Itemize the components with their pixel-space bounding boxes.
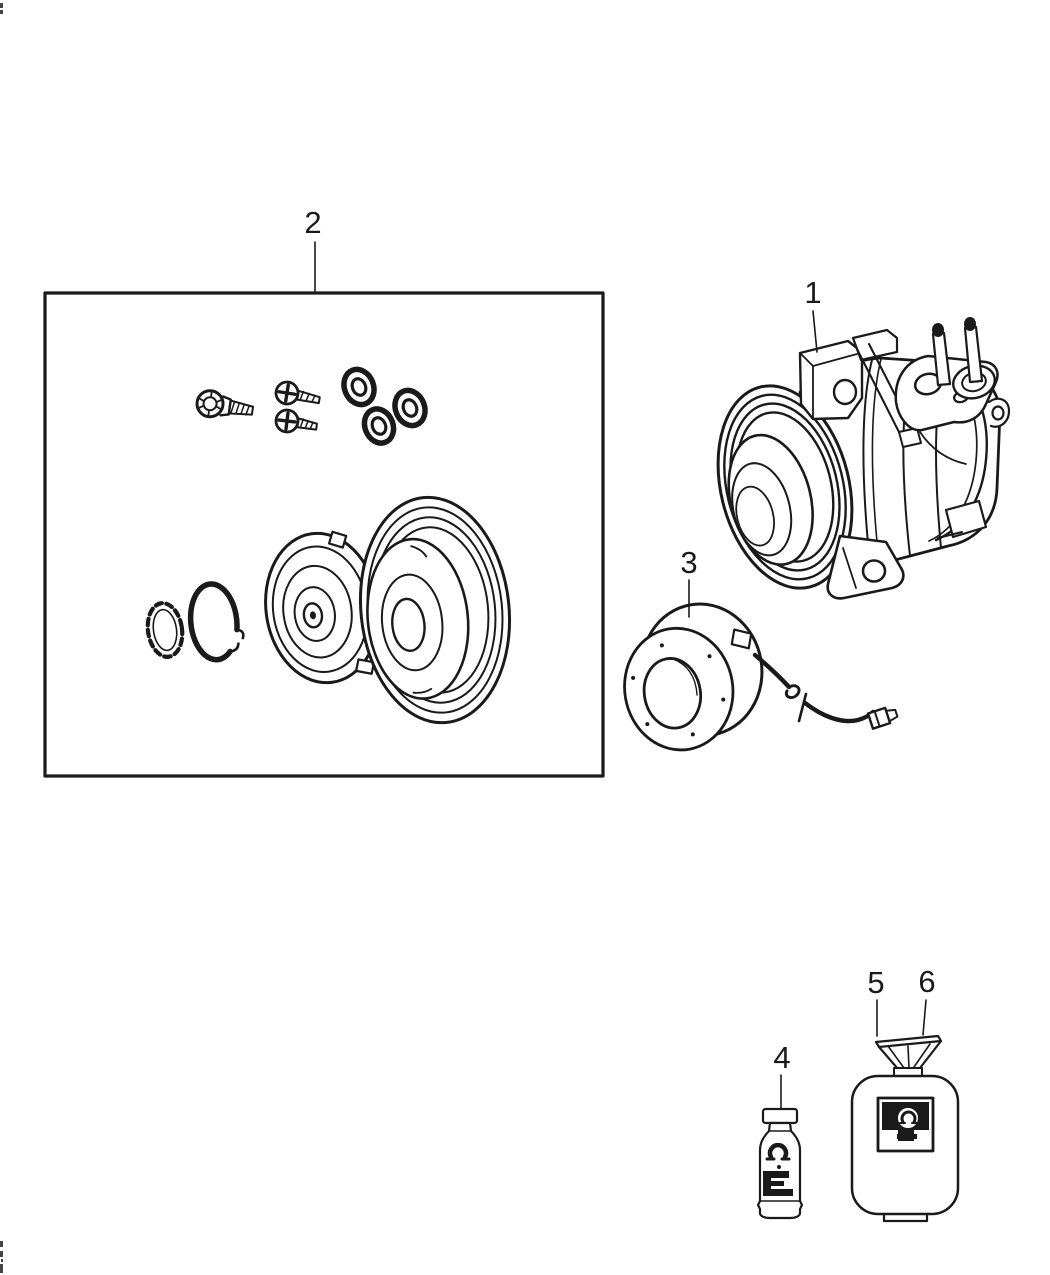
callout-4[interactable]: 4	[773, 1040, 790, 1075]
clutch-coil	[623, 602, 764, 752]
wire-connector	[866, 706, 899, 730]
manifold-studs	[931, 317, 984, 387]
callout-1[interactable]: 1	[804, 275, 821, 310]
mounting-foot	[826, 534, 905, 600]
leader-6	[922, 999, 927, 1036]
scan-artifact-marks	[0, 3, 3, 1273]
ac-compressor	[716, 317, 1011, 600]
refrigerant-tank	[850, 1034, 960, 1223]
compressor-pulley	[716, 384, 854, 590]
kit-pulley	[358, 495, 512, 725]
mopar-omega-logo	[896, 1106, 920, 1130]
coil-terminal	[730, 628, 753, 650]
coil-rivet-holes	[631, 643, 726, 737]
coil-wire	[752, 652, 899, 730]
phillips-screw-lower	[274, 408, 318, 434]
callout-2[interactable]: 2	[304, 205, 321, 240]
oil-bottle	[756, 1107, 804, 1220]
tank-label	[876, 1096, 935, 1153]
leader-1	[812, 310, 818, 353]
snap-ring	[187, 581, 245, 663]
tank-base	[882, 1212, 929, 1223]
flange-nuts	[341, 366, 428, 446]
wave-washer	[145, 601, 185, 659]
bottle-label-markings	[763, 1142, 793, 1196]
phillips-screw-upper	[274, 380, 321, 406]
charge-funnel	[874, 1034, 943, 1077]
callout-5[interactable]: 5	[867, 965, 884, 1000]
rear-mounting-lug	[944, 499, 988, 539]
top-bracket	[798, 328, 899, 421]
callout-leader-lines	[314, 241, 927, 1109]
hex-bolt	[195, 389, 255, 419]
callout-6[interactable]: 6	[918, 964, 935, 999]
callout-3[interactable]: 3	[680, 545, 697, 580]
hardware-kit-box	[43, 291, 605, 778]
